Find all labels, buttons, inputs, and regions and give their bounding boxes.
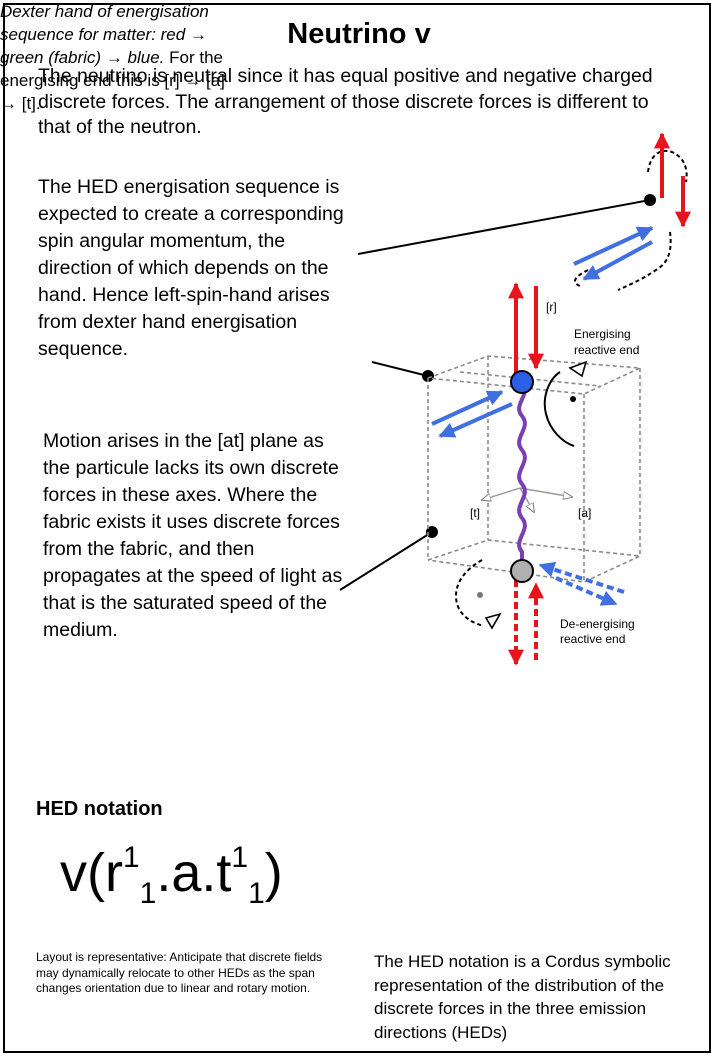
motion-text: Motion arises in the [at] plane as the p… xyxy=(43,430,343,641)
hed-loop-icon xyxy=(573,132,691,291)
dexter-note-italic: Dexter hand of energisation sequence for… xyxy=(0,2,209,67)
deenergising-label: De-energising reactive end xyxy=(560,617,635,647)
fibril-wave xyxy=(517,380,527,566)
notation-end: ) xyxy=(264,843,283,903)
notation-base: v(r xyxy=(60,843,123,903)
cordus-note: The HED notation is a Cordus symbolic re… xyxy=(374,952,671,1042)
layout-note: Layout is representative: Anticipate tha… xyxy=(36,950,323,995)
page-title: Neutrino v xyxy=(287,18,431,50)
notation-sub-2: 1 xyxy=(248,877,265,910)
axis-arrows xyxy=(482,487,572,512)
red-arrows xyxy=(508,282,544,666)
blue-arrows xyxy=(431,390,625,606)
intro-text: The neutrino is neutral since it has equ… xyxy=(38,65,653,138)
page-frame xyxy=(3,3,711,1053)
energising-label: Energising reactive end xyxy=(574,326,639,358)
energising-label-line1: Energising xyxy=(574,327,631,341)
notation-sup-2: 1 xyxy=(231,841,249,874)
deenergising-label-line1: De-energising xyxy=(560,617,635,631)
hed-sequence-text: The HED energisation sequence is expecte… xyxy=(38,176,344,360)
notation-sub-1: 1 xyxy=(139,877,157,910)
deenergising-reactive-end xyxy=(510,559,534,583)
label-a: [a] xyxy=(578,506,592,520)
notation-mid: .a.t xyxy=(156,843,232,903)
dexter-note-plain: For the energising end this is [r] → [a]… xyxy=(0,48,225,113)
label-t: [t] xyxy=(470,506,481,520)
hed-notation-heading: HED notation xyxy=(36,798,163,820)
spin-arrow-top xyxy=(543,360,588,447)
notation-sup-1: 1 xyxy=(122,841,140,874)
energising-label-line2: reactive end xyxy=(574,343,640,357)
deenergising-label-line2: reactive end xyxy=(560,632,626,646)
spin-arrow-bottom xyxy=(454,559,502,630)
pointer-lines xyxy=(339,194,656,591)
dexter-note: Dexter hand of energisation sequence for… xyxy=(0,0,235,115)
dashed-box xyxy=(427,355,644,583)
energising-reactive-end xyxy=(510,370,534,394)
label-r: [r] xyxy=(546,300,557,314)
hed-notation-formula: v(r11.a.t11) xyxy=(60,828,283,924)
